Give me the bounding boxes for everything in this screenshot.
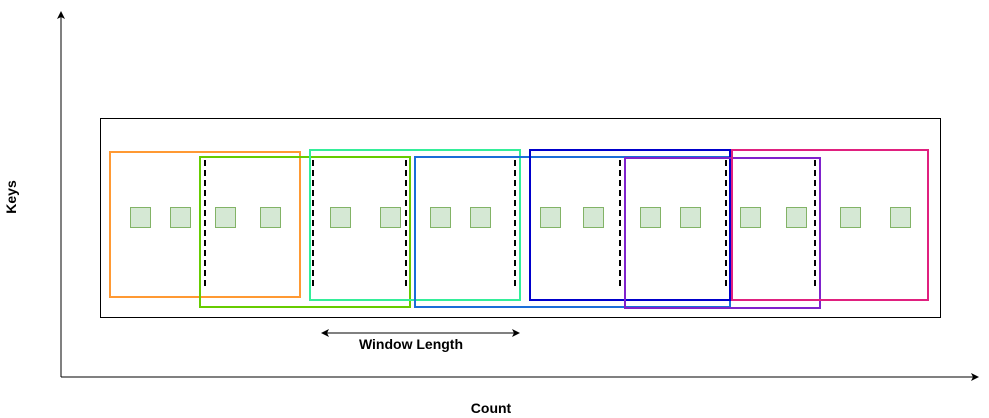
event-box xyxy=(890,207,911,228)
event-group xyxy=(130,207,911,228)
sliding-window-6 xyxy=(624,157,821,309)
event-box xyxy=(840,207,861,228)
event-box xyxy=(430,207,451,228)
event-box xyxy=(215,207,236,228)
event-box xyxy=(470,207,491,228)
sliding-window-1 xyxy=(109,151,301,298)
event-box xyxy=(130,207,151,228)
event-box xyxy=(170,207,191,228)
event-box xyxy=(680,207,701,228)
event-box xyxy=(380,207,401,228)
stream-container xyxy=(100,118,941,318)
sliding-window-7 xyxy=(731,149,929,301)
event-box xyxy=(330,207,351,228)
window-length-label: Window Length xyxy=(359,336,463,352)
sliding-window-2 xyxy=(199,156,411,308)
y-axis-label: Keys xyxy=(3,180,19,214)
sliding-window-5 xyxy=(529,149,731,301)
event-box xyxy=(540,207,561,228)
event-box xyxy=(640,207,661,228)
sliding-window-4 xyxy=(414,156,731,308)
event-box xyxy=(583,207,604,228)
event-box xyxy=(740,207,761,228)
x-axis-label: Count xyxy=(471,400,512,416)
event-box xyxy=(260,207,281,228)
divider-group xyxy=(204,160,816,288)
event-box xyxy=(786,207,807,228)
window-group xyxy=(109,149,929,309)
